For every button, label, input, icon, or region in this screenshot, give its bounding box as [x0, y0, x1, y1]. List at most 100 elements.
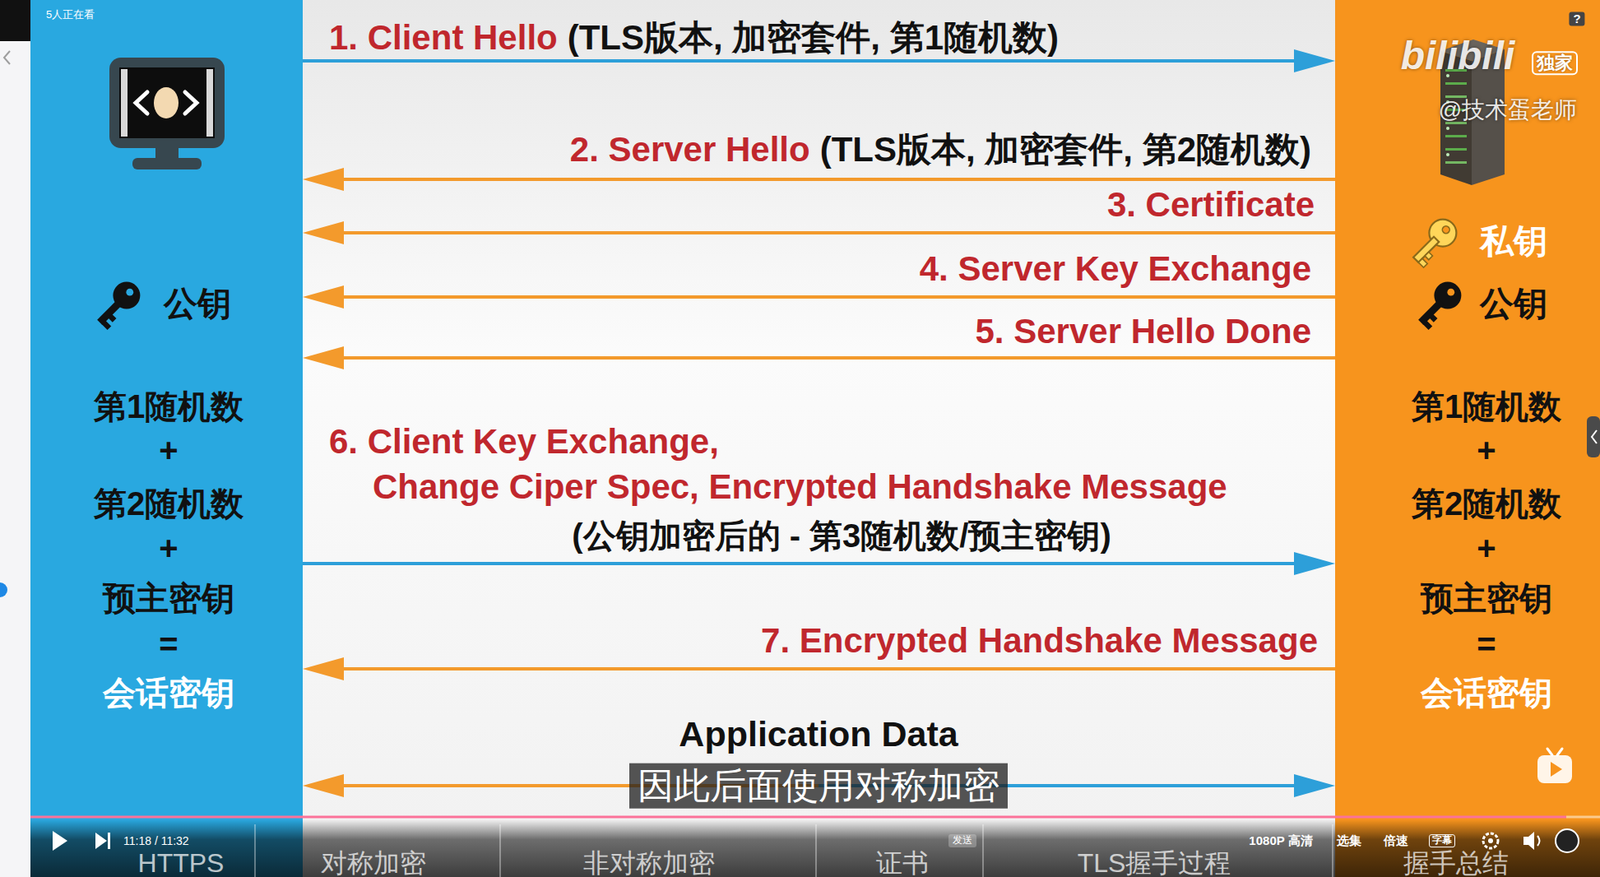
- chapter-name: HTTPS: [138, 848, 225, 877]
- message-arrow: [319, 295, 1336, 299]
- browser-dot: [0, 582, 8, 598]
- message-arrow: [302, 59, 1319, 63]
- private-key-icon: [1418, 258, 1428, 268]
- side-tab: [1586, 416, 1600, 458]
- play-button: [52, 830, 68, 851]
- message-params: (TLS版本, 加密套件, 第2随机数): [820, 129, 1312, 170]
- edge-label-holder: 3. Certificate: [1107, 185, 1315, 225]
- edge-label-holder: Application Data: [678, 714, 958, 755]
- server-icon: [1445, 82, 1467, 85]
- message-name: 3. Certificate: [1107, 185, 1315, 225]
- watermark-author: @技术蛋老师: [1438, 97, 1577, 124]
- watermark-logo: bilibili: [1400, 32, 1516, 79]
- browser-corner: [0, 0, 31, 42]
- public-key-icon: [1428, 314, 1438, 323]
- public-key-icon: [125, 287, 135, 297]
- panel-text: +: [1476, 431, 1496, 469]
- settings-gear: [1483, 833, 1498, 849]
- chapter-name: 对称加密: [320, 848, 427, 877]
- settings-gear: [1483, 833, 1498, 849]
- video-subtitle: 因此后面使用对称加密: [629, 763, 1008, 809]
- server-icon: [1445, 134, 1467, 138]
- panel-text: 第2随机数: [93, 484, 244, 523]
- panel-text: 第1随机数: [93, 387, 244, 426]
- message-arrow: [319, 667, 1336, 671]
- public-key-icon: [102, 320, 112, 330]
- server-illustration: [1335, 0, 1600, 877]
- message-name: 4. Server Key Exchange: [919, 249, 1312, 289]
- message-arrow: [319, 177, 1336, 181]
- computer-icon: [120, 69, 128, 137]
- progress-rest: [1566, 816, 1600, 819]
- settings-gear: [1488, 838, 1494, 844]
- volume-icon: [1537, 835, 1540, 846]
- chapter-divider: [1331, 824, 1334, 877]
- bilibili-tv-icon: [1547, 748, 1553, 756]
- chapter-name: TLS握手过程: [1077, 848, 1232, 877]
- message-name: 2. Server Hello: [570, 129, 811, 170]
- computer-icon: [109, 57, 225, 149]
- wrap-spacer: [773, 418, 1300, 460]
- message-arrow: [302, 561, 1319, 566]
- panel-text: 预主密钥: [1420, 579, 1553, 617]
- side-tab: [1591, 430, 1597, 444]
- progress-bar: [30, 816, 1567, 819]
- viewer-count: 5人正在看: [46, 9, 95, 22]
- danmaku-send: 发送: [948, 834, 977, 848]
- help-icon: ?: [1568, 11, 1585, 26]
- panel-text: 会话密钥: [102, 673, 235, 712]
- avatar: [1555, 829, 1579, 853]
- side-tab: [1586, 416, 1600, 458]
- next-button: [95, 832, 111, 849]
- message-name: 6. Client Key Exchange, Change Ciper Spe…: [329, 422, 1228, 506]
- panel-text: 会话密钥: [1420, 673, 1553, 712]
- computer-icon: [119, 67, 215, 139]
- private-key-icon: [1441, 224, 1452, 235]
- public-key-icon: [1411, 276, 1468, 333]
- browser-back-chevron: [4, 51, 10, 65]
- chapter-divider: [815, 824, 817, 877]
- bilibili-tv-icon: [1557, 748, 1563, 756]
- quality-button: 1080P 高清: [1248, 833, 1313, 848]
- computer-icon: [109, 57, 225, 170]
- message-arrow: [319, 231, 1336, 235]
- panel-text: 第2随机数: [1411, 484, 1562, 523]
- subtitle-button: 字幕: [1428, 834, 1456, 848]
- edge-label-holder: 1. Client Hello(TLS版本, 加密套件, 第1随机数): [329, 18, 1059, 58]
- private-key-icon: [1413, 236, 1439, 263]
- edge-label-holder: 2. Server Hello(TLS版本, 加密套件, 第2随机数): [570, 129, 1312, 170]
- panel-text: +: [158, 431, 178, 469]
- middle-ground: [302, 0, 1336, 877]
- bilibili-tv-icon: [1537, 755, 1573, 784]
- message-name: Application Data: [678, 714, 958, 755]
- server-icon: [1446, 126, 1450, 130]
- panel-text: 私钥: [1479, 222, 1548, 261]
- panel-text: =: [1476, 625, 1496, 664]
- chapter-name: 握手总结: [1403, 848, 1509, 877]
- edge-label-holder: 5. Server Hello Done: [975, 311, 1313, 352]
- computer-icon: [185, 92, 197, 114]
- message-name: 7. Encrypted Handshake Message: [760, 621, 1318, 661]
- panel-text: 公钥: [163, 284, 232, 324]
- edge-label-holder: 4. Server Key Exchange: [919, 249, 1312, 289]
- computer-icon: [135, 92, 148, 114]
- chapter-divider: [982, 824, 984, 877]
- panel-text: +: [158, 528, 178, 567]
- volume-icon: [1523, 831, 1540, 850]
- client-panel: 公钥第1随机数+第2随机数+预主密钥=会话密钥: [30, 0, 303, 877]
- server-icon: [1445, 148, 1467, 151]
- bilibili-tv-icon: [1537, 748, 1573, 784]
- panel-text: 公钥: [1479, 284, 1548, 324]
- chapter-name: 非对称加密: [583, 848, 715, 877]
- server-icon: [1445, 161, 1467, 164]
- public-key-icon: [1446, 287, 1457, 297]
- panel-text: 第1随机数: [1411, 387, 1562, 426]
- server-panel: 私钥公钥第1随机数+第2随机数+预主密钥=会话密钥: [1335, 0, 1600, 877]
- computer-icon: [153, 87, 179, 119]
- message-name: 5. Server Hello Done: [975, 311, 1313, 352]
- public-key-icon: [1423, 320, 1434, 330]
- message-params: (公钥加密后的 - 第3随机数/预主密钥): [571, 516, 1112, 555]
- server-icon: [1446, 153, 1450, 157]
- public-key-icon: [97, 299, 123, 325]
